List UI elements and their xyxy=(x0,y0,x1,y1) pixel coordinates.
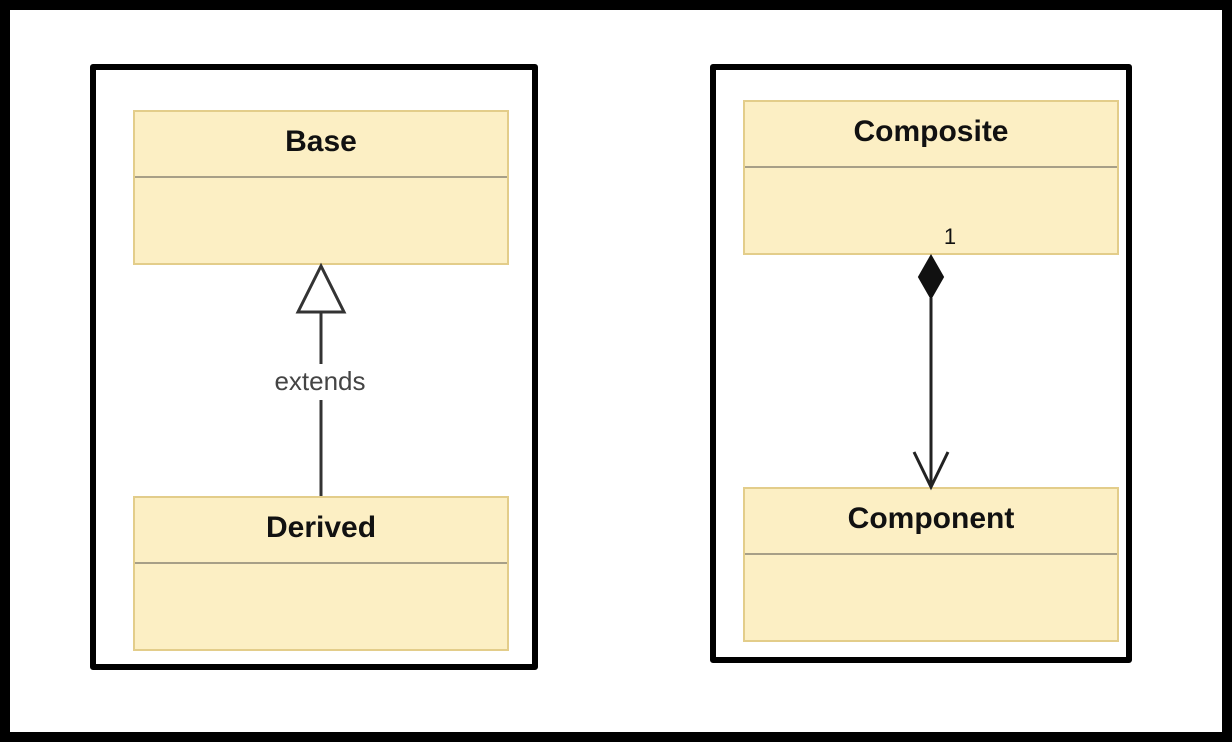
class-component[interactable]: Component xyxy=(743,487,1119,642)
class-name-composite: Composite xyxy=(745,102,1117,168)
class-composite[interactable]: Composite xyxy=(743,100,1119,255)
class-name-derived: Derived xyxy=(135,498,507,564)
class-base[interactable]: Base xyxy=(133,110,509,265)
class-derived[interactable]: Derived xyxy=(133,496,509,651)
class-name-base: Base xyxy=(135,112,507,178)
class-name-component: Component xyxy=(745,489,1117,555)
